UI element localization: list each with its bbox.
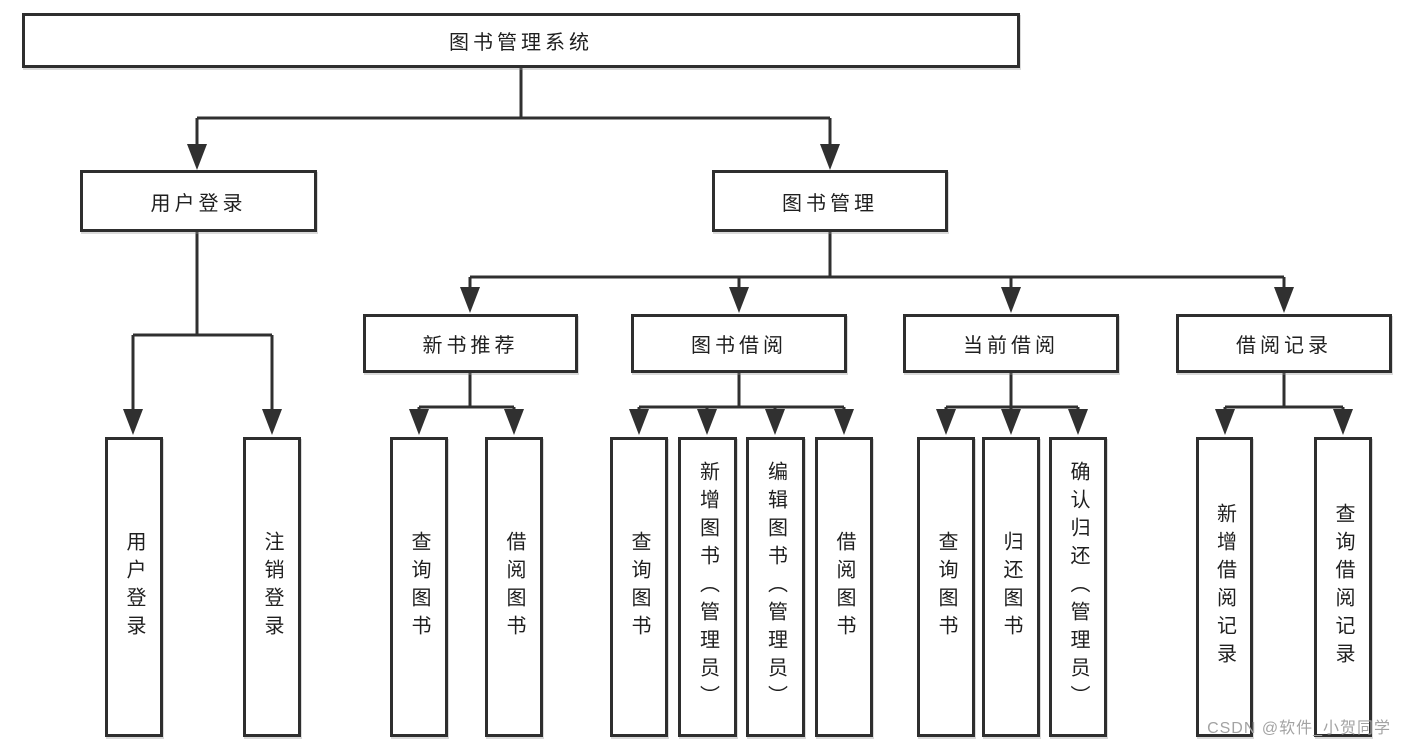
csdn-watermark: CSDN @软件_小贺同学: [1207, 720, 1391, 737]
leaf-query-books-current: 查询图书: [917, 437, 975, 737]
arrowhead-icon: [1001, 287, 1021, 313]
leaf-query-books-borrowing: 查询图书: [610, 437, 668, 737]
arrowhead-icon: [1274, 287, 1294, 313]
arrowhead-icon: [262, 409, 282, 435]
leaf-query-borrow-record: 查询借阅记录: [1314, 437, 1372, 737]
arrowhead-icon: [409, 409, 429, 435]
arrowhead-icon: [123, 409, 143, 435]
node-user-login-branch: 用户登录: [80, 170, 317, 232]
leaf-query-books-recommend: 查询图书: [390, 437, 448, 737]
leaf-borrow-books: 借阅图书: [815, 437, 873, 737]
arrowhead-icon: [834, 409, 854, 435]
leaf-logout: 注销登录: [243, 437, 301, 737]
arrowhead-icon: [697, 409, 717, 435]
leaf-edit-book-admin: 编辑图书（管理员）: [746, 437, 805, 737]
arrowhead-icon: [629, 409, 649, 435]
node-new-book-recommendation: 新书推荐: [363, 314, 578, 373]
arrowhead-icon: [1333, 409, 1353, 435]
leaf-user-login: 用户登录: [105, 437, 163, 737]
node-book-management: 图书管理: [712, 170, 948, 232]
leaf-borrow-books-recommend: 借阅图书: [485, 437, 543, 737]
arrowhead-icon: [936, 409, 956, 435]
leaf-add-borrow-record: 新增借阅记录: [1196, 437, 1253, 737]
node-borrowing-records: 借阅记录: [1176, 314, 1392, 373]
node-current-borrowing: 当前借阅: [903, 314, 1119, 373]
node-book-borrowing: 图书借阅: [631, 314, 847, 373]
leaf-add-book-admin: 新增图书（管理员）: [678, 437, 737, 737]
arrowhead-icon: [187, 144, 207, 170]
arrowhead-icon: [820, 144, 840, 170]
arrowhead-icon: [1001, 409, 1021, 435]
arrowhead-icon: [1068, 409, 1088, 435]
node-library-management-system: 图书管理系统: [22, 13, 1020, 68]
leaf-confirm-return-admin: 确认归还（管理员）: [1049, 437, 1107, 737]
arrowhead-icon: [460, 287, 480, 313]
leaf-return-books: 归还图书: [982, 437, 1040, 737]
arrowhead-icon: [729, 287, 749, 313]
arrowhead-icon: [765, 409, 785, 435]
arrowhead-icon: [1215, 409, 1235, 435]
arrowhead-icon: [504, 409, 524, 435]
